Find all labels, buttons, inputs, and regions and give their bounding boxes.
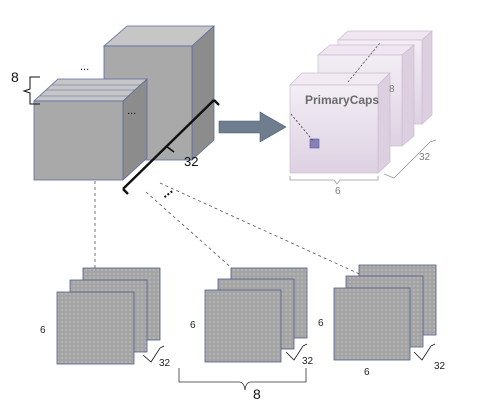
grid3-width: 6 [364, 367, 370, 378]
primarycaps-depth-top: 8 [389, 84, 395, 95]
ellipsis-middle: ... [127, 105, 136, 117]
ellipsis-top: ... [80, 61, 89, 73]
depth-bracket-32 [122, 99, 220, 195]
primarycaps-stack [289, 30, 433, 174]
grid2-height: 6 [190, 320, 196, 331]
arrow-right [218, 111, 287, 143]
grid1-brace [142, 345, 165, 363]
ellipsis-diagonal: ... [156, 181, 175, 201]
grid1-height: 6 [40, 325, 46, 336]
bottom-group-label: 8 [253, 386, 261, 402]
primarycaps-depth-right: 32 [419, 152, 431, 163]
block-depth-label: 32 [184, 154, 198, 169]
primarycaps-title: PrimaryCaps [305, 93, 379, 107]
grid3-brace [413, 343, 436, 361]
depth-brace-left [22, 76, 40, 105]
grid-stack-2 [204, 267, 308, 363]
grid2-brace [285, 343, 308, 361]
primarycaps-bottom-brace [289, 139, 437, 185]
bottom-group-brace [178, 368, 307, 391]
grid-stack-3 [333, 264, 437, 361]
grid3-height: 6 [318, 318, 324, 329]
conv-cube-front [32, 78, 149, 181]
grid1-depth: 32 [159, 358, 171, 369]
cube-depth-label: 8 [11, 69, 19, 85]
grid3-depth: 32 [434, 361, 446, 372]
grid2-depth: 32 [302, 356, 314, 367]
capsule-highlight [309, 138, 320, 149]
primarycaps-height: 6 [335, 186, 341, 197]
grid-stack-1 [56, 267, 161, 365]
